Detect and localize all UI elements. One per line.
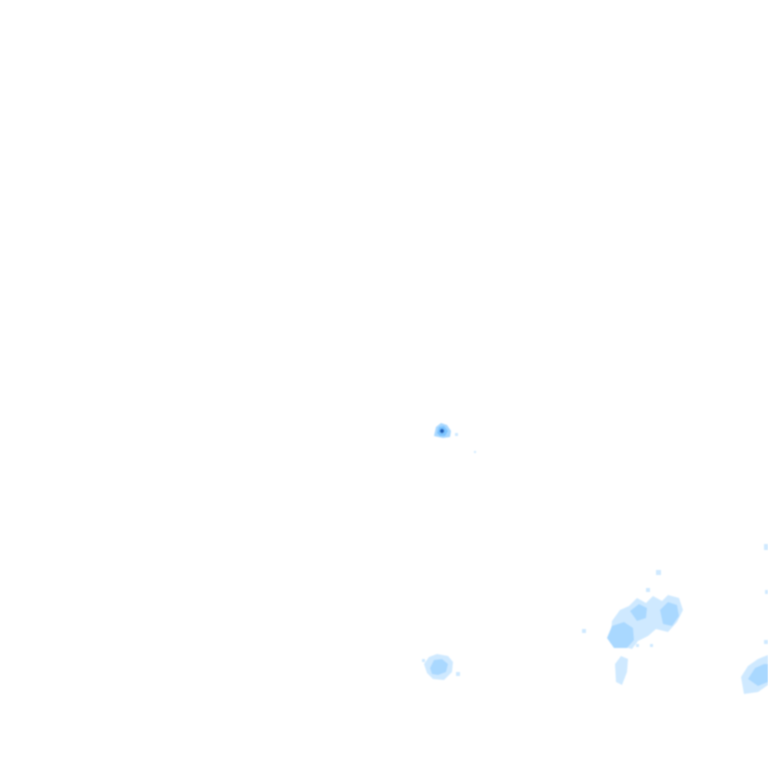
echo-cell-center — [434, 423, 476, 453]
echo-cell-lower-right — [582, 570, 683, 685]
echo-cell-lower-center — [422, 654, 460, 680]
echo-cell-edge-right — [741, 544, 768, 694]
